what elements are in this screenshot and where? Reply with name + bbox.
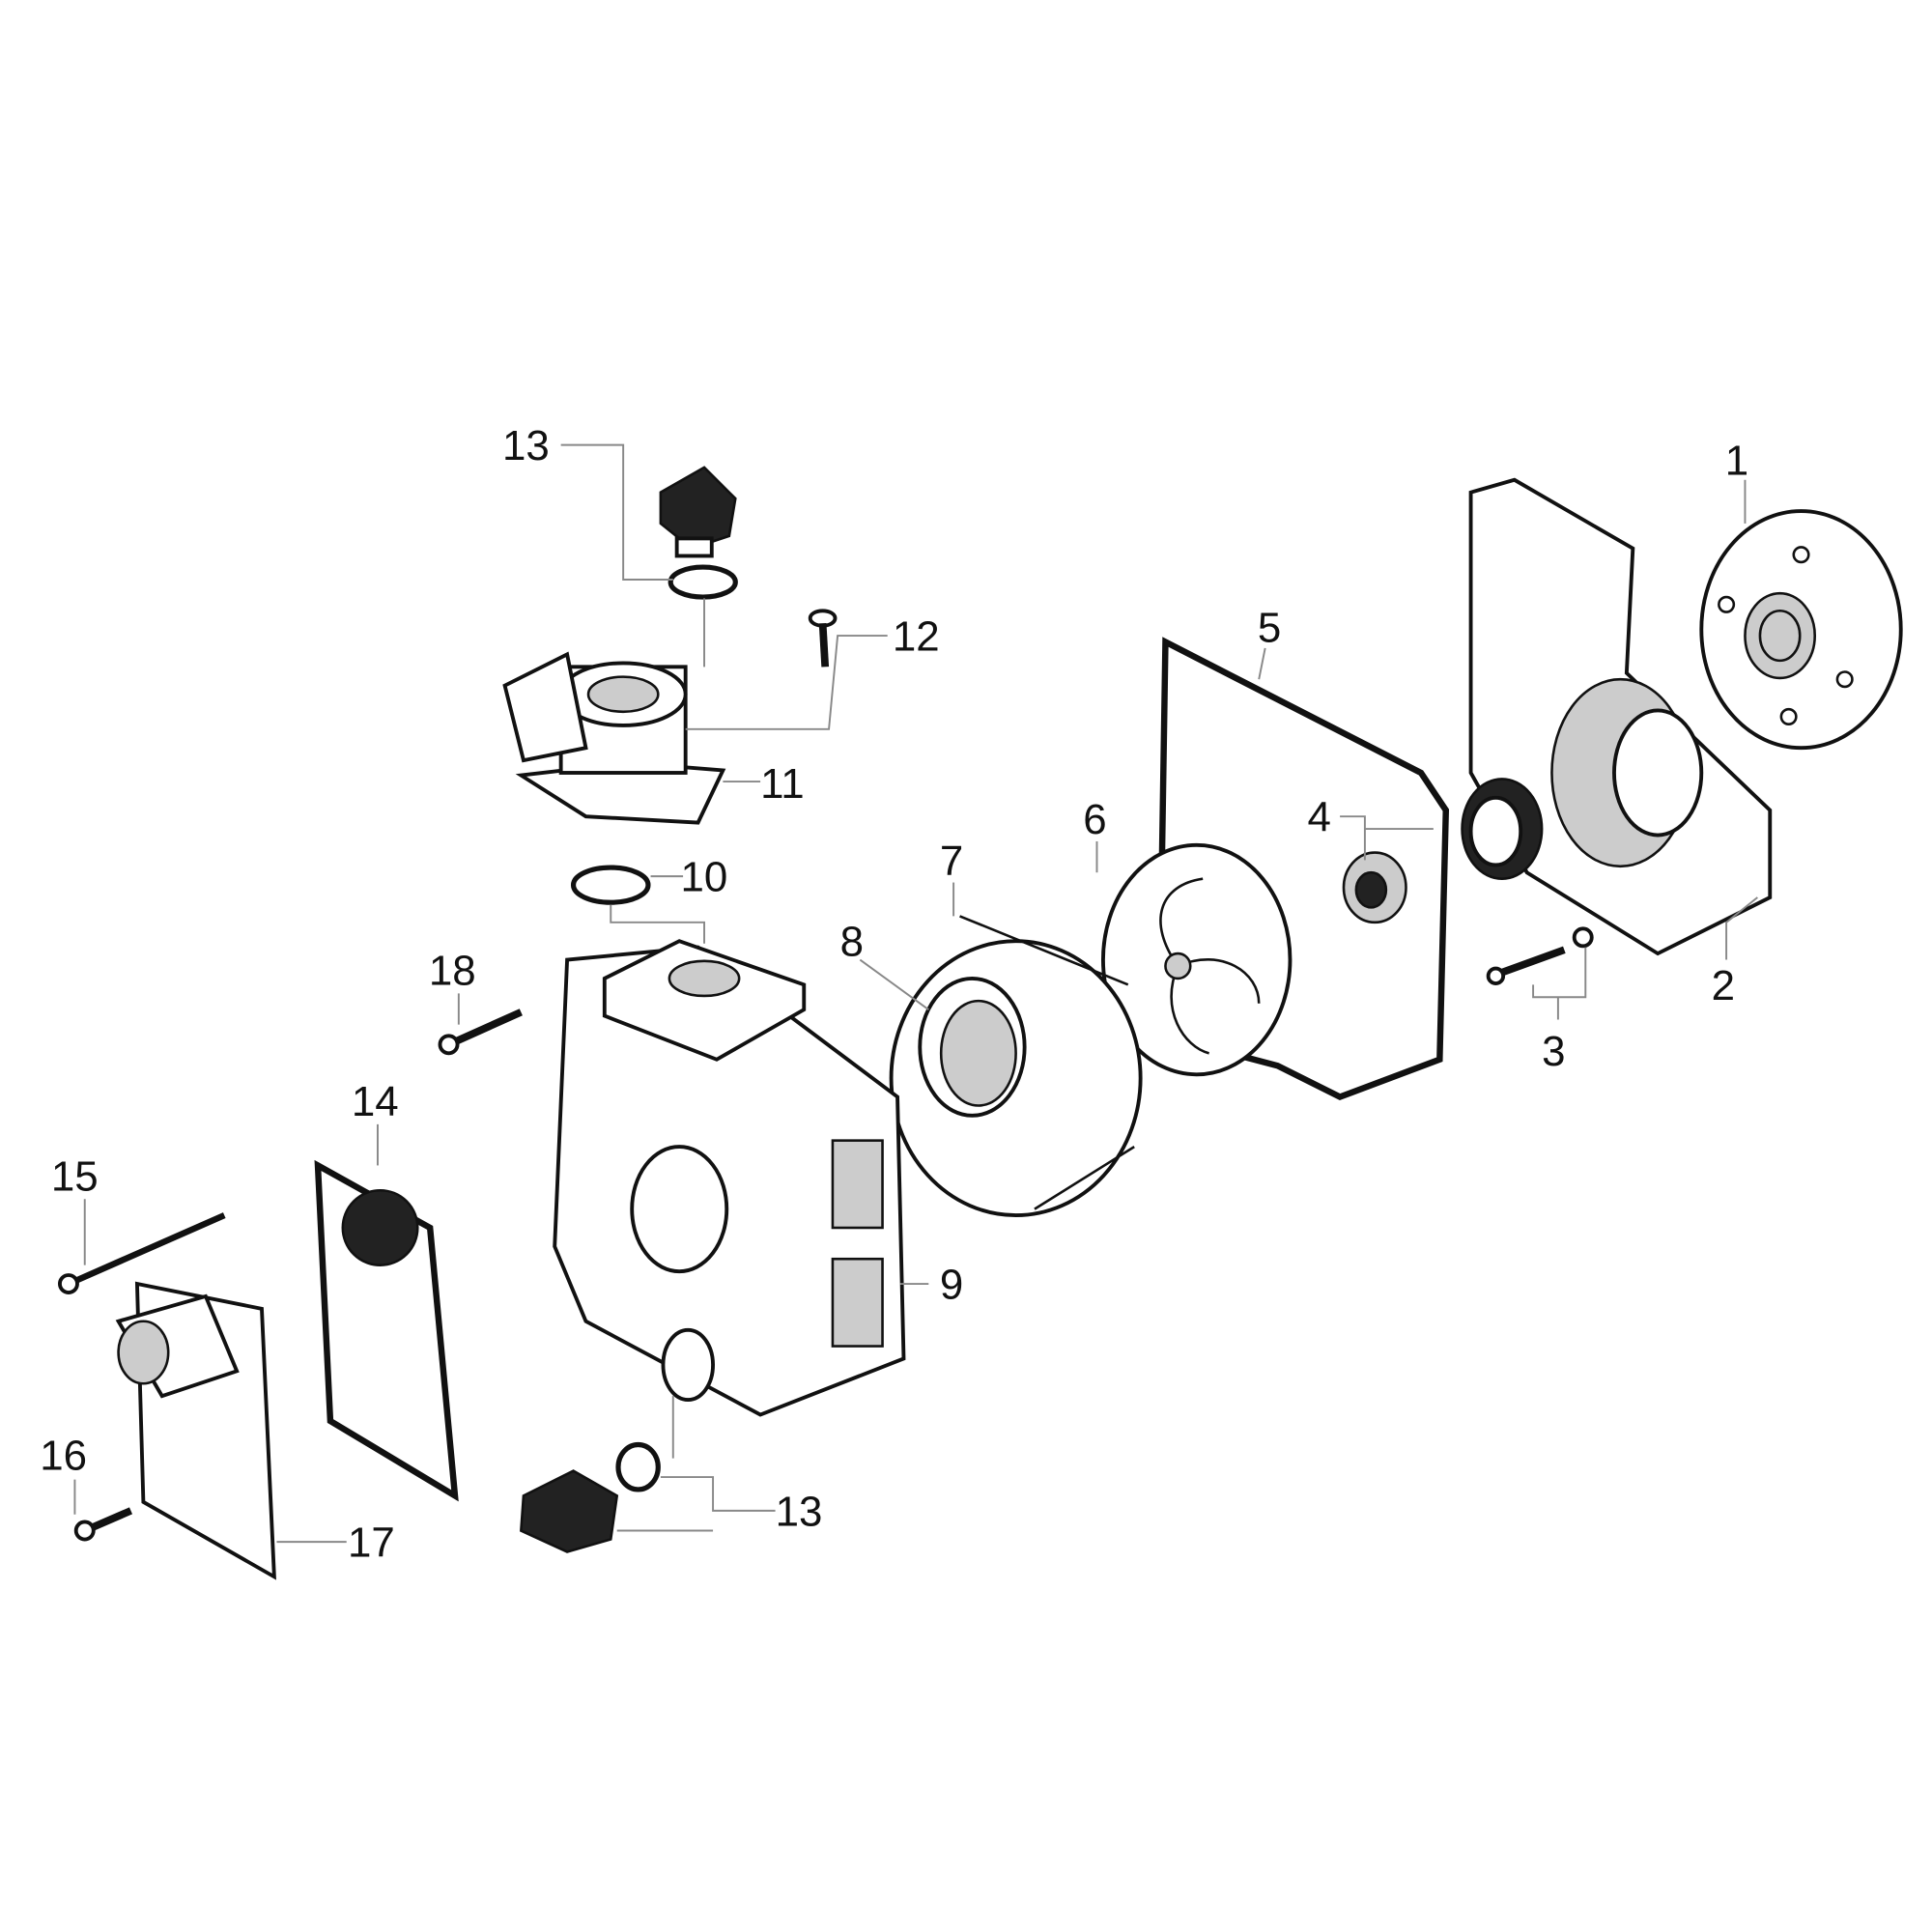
callout-15: 15 bbox=[51, 1152, 99, 1200]
callout-4: 4 bbox=[1308, 794, 1331, 841]
part-10-o-ring bbox=[570, 865, 651, 905]
part-4-seal bbox=[1342, 851, 1407, 924]
callout-17: 17 bbox=[348, 1520, 395, 1567]
leader-lines bbox=[73, 443, 1758, 1544]
callout-9: 9 bbox=[940, 1262, 963, 1309]
callout-14: 14 bbox=[352, 1078, 399, 1125]
part-12-screw bbox=[808, 609, 838, 668]
callout-16: 16 bbox=[40, 1432, 87, 1479]
callout-1: 1 bbox=[1725, 438, 1748, 485]
part-2-housing bbox=[1461, 477, 1773, 956]
part-11-elbow bbox=[502, 651, 726, 825]
callout-6: 6 bbox=[1083, 796, 1106, 843]
part-6-impeller bbox=[1101, 842, 1293, 1077]
callout-10: 10 bbox=[681, 854, 728, 901]
part-1-flange bbox=[1699, 509, 1903, 751]
part-17-cover bbox=[115, 1281, 276, 1580]
part-8-wear-ring bbox=[918, 976, 1027, 1118]
part-3-bolt-washer bbox=[1486, 926, 1594, 985]
part-14-gasket bbox=[314, 1159, 459, 1502]
part-9-pump-body bbox=[553, 939, 906, 1417]
callout-11: 11 bbox=[760, 760, 805, 808]
callout-5: 5 bbox=[1258, 605, 1281, 652]
callout-2: 2 bbox=[1712, 962, 1735, 1009]
part-16-bolt bbox=[73, 1507, 133, 1542]
callout-12: 12 bbox=[893, 613, 940, 661]
callout-labels: 1 2 3 4 5 6 7 8 9 10 11 12 13 13 14 15 1… bbox=[40, 422, 1748, 1566]
part-13-plug-bottom bbox=[520, 1441, 661, 1553]
callout-8: 8 bbox=[840, 919, 864, 966]
part-15-bolt bbox=[58, 1212, 226, 1294]
part-13-plug-top bbox=[659, 466, 738, 600]
callout-13-bottom: 13 bbox=[776, 1488, 823, 1535]
callout-3: 3 bbox=[1542, 1028, 1565, 1075]
callout-7: 7 bbox=[940, 838, 963, 885]
callout-18: 18 bbox=[429, 947, 476, 994]
callout-13-top: 13 bbox=[502, 422, 550, 469]
part-18-bolt bbox=[438, 1009, 523, 1056]
